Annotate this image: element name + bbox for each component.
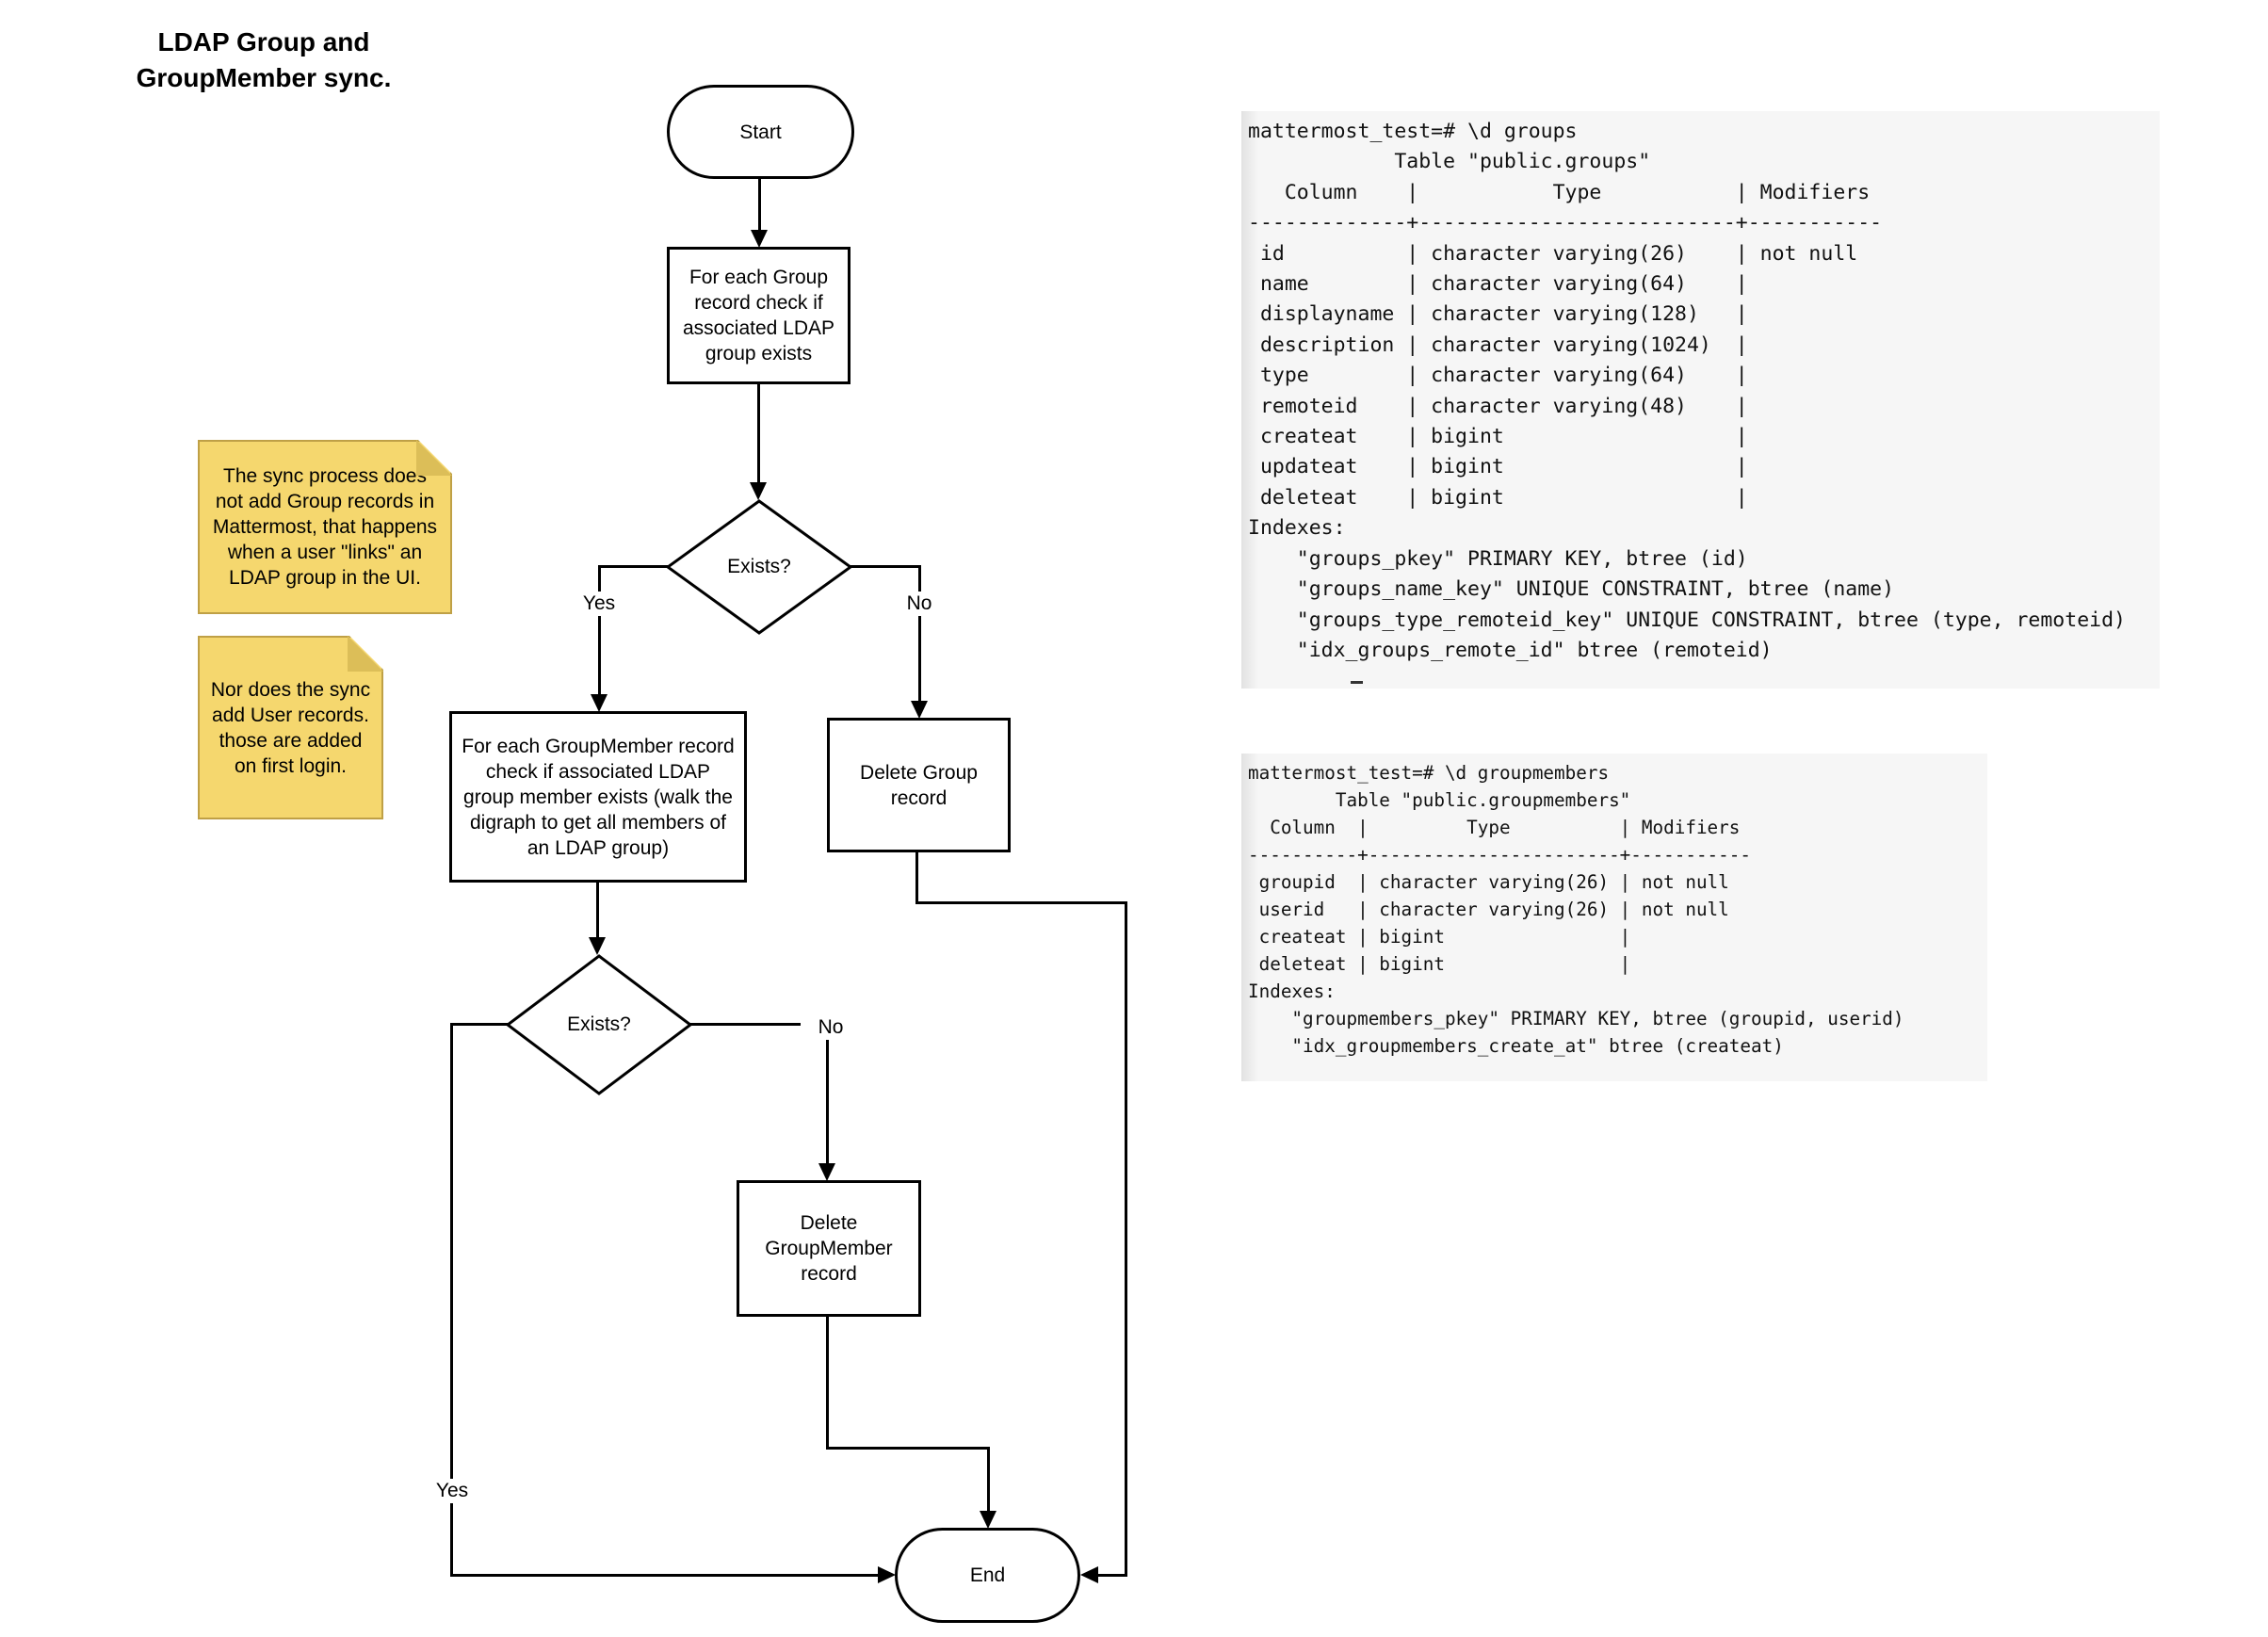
arrowhead-down-icon — [591, 694, 608, 712]
edge-check-group-to-exists1 — [757, 384, 760, 482]
edge-exists1-no-vertical — [918, 565, 921, 701]
sticky-note-group-sync: The sync process does not add Group reco… — [198, 440, 452, 614]
branch-label-yes-1: Yes — [569, 592, 629, 616]
sticky-note-fold-icon — [416, 440, 452, 476]
decision-exists2-label: Exists? — [567, 1013, 631, 1035]
process-check-group-node: For each Group record check if associate… — [667, 247, 850, 384]
edge-exists1-yes-horizontal — [600, 565, 668, 568]
decision-exists1-label: Exists? — [727, 556, 791, 577]
branch-label-no-1: No — [889, 592, 949, 616]
edge-delete-member-across — [826, 1447, 990, 1450]
edge-check-member-to-exists2 — [596, 883, 599, 937]
edge-exists2-no-horizontal — [690, 1023, 829, 1026]
edge-exists2-yes-to-end — [450, 1574, 878, 1577]
branch-label-yes-2: Yes — [422, 1479, 482, 1503]
terminal-cursor — [1351, 681, 1363, 684]
decision-exists1-diamond — [666, 499, 852, 635]
edge-delete-member-down — [826, 1317, 829, 1450]
edge-delete-group-vertical — [1125, 901, 1127, 1577]
decision-exists2-diamond — [506, 954, 692, 1095]
edge-delete-group-to-end — [1097, 1574, 1126, 1577]
edge-exists2-yes-horizontal — [450, 1023, 508, 1026]
start-node: Start — [667, 85, 854, 179]
edge-delete-member-to-end — [987, 1447, 990, 1511]
sticky-note-fold-icon — [348, 636, 383, 672]
edge-delete-group-across — [915, 901, 1127, 904]
branch-label-no-2: No — [801, 1015, 861, 1040]
arrowhead-right-icon — [878, 1566, 896, 1583]
psql-groups-output: mattermost_test=# \d groups Table "publi… — [1241, 111, 2160, 689]
psql-groupmembers-output: mattermost_test=# \d groupmembers Table … — [1241, 754, 1987, 1081]
edge-exists2-no-vertical — [826, 1023, 829, 1163]
edge-start-to-check-group — [758, 179, 761, 232]
arrowhead-down-icon — [980, 1511, 996, 1529]
edge-delete-group-down — [915, 852, 918, 904]
arrowhead-down-icon — [750, 482, 767, 500]
arrowhead-left-icon — [1080, 1566, 1098, 1583]
arrowhead-down-icon — [911, 701, 928, 719]
arrowhead-down-icon — [818, 1163, 835, 1181]
arrowhead-down-icon — [751, 230, 768, 248]
process-delete-group-node: Delete Group record — [827, 718, 1011, 852]
process-delete-member-node: Delete GroupMember record — [737, 1180, 921, 1317]
diagram-title: LDAP Group and GroupMember sync. — [136, 27, 392, 92]
edge-exists1-no-horizontal — [850, 565, 921, 568]
process-check-member-node: For each GroupMember record check if ass… — [449, 711, 747, 883]
end-node: End — [895, 1528, 1080, 1623]
arrowhead-down-icon — [589, 937, 606, 955]
edge-exists1-yes-vertical — [598, 565, 601, 694]
edge-exists2-yes-vertical — [450, 1023, 453, 1576]
